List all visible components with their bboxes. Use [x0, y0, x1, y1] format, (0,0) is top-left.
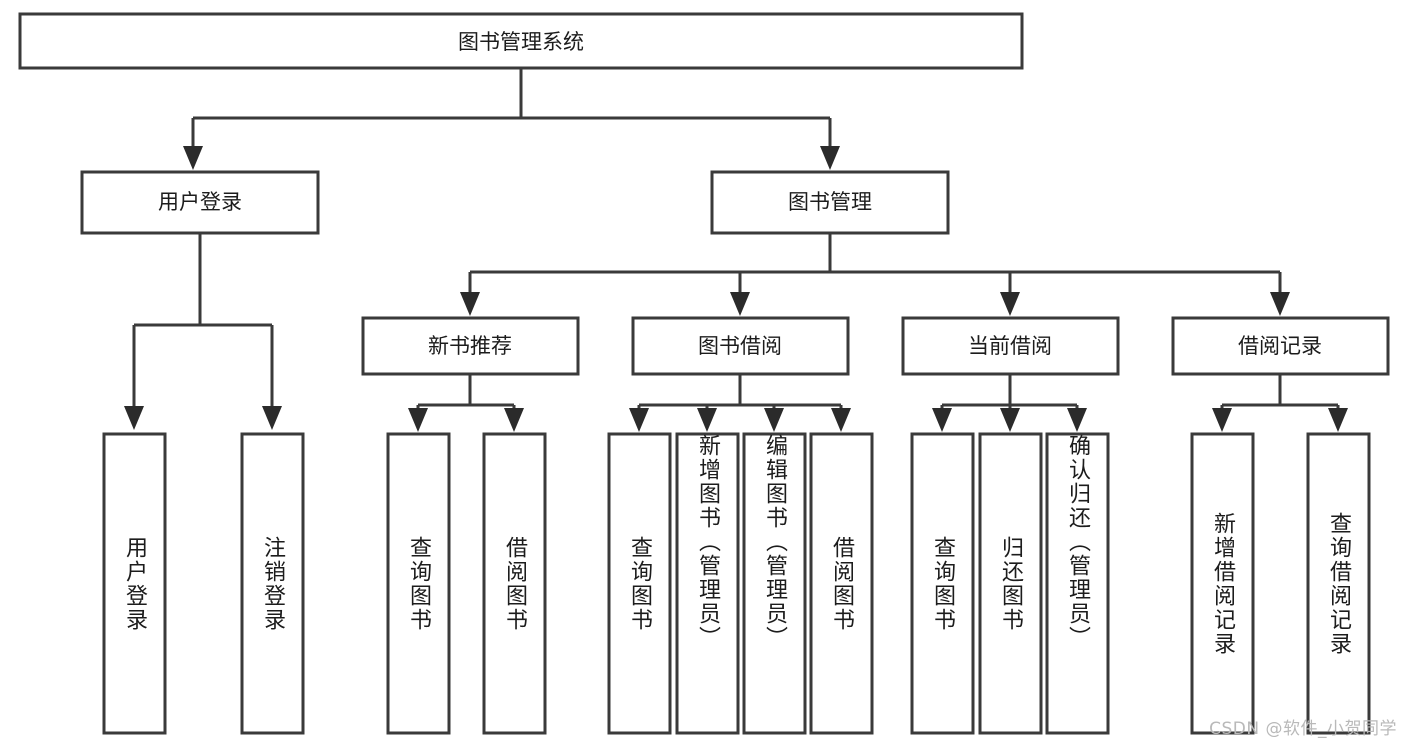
leaf-box-new-book-0[interactable]	[386, 432, 451, 735]
leaf-box-current-borrow-0[interactable]	[910, 432, 975, 735]
arrow-user-login-leaf1	[262, 406, 282, 430]
node-new-book-recommend-label: 新书推荐	[428, 334, 512, 358]
node-current-borrow-label: 当前借阅	[968, 334, 1052, 358]
leaf-box-book-borrow-1[interactable]	[675, 432, 740, 735]
arrow-borrow-record-leaf1	[1328, 408, 1348, 432]
node-current-borrow[interactable]: 当前借阅	[901, 316, 1120, 376]
arrow-user-login-leaf0	[124, 406, 144, 430]
node-book-manage-box	[710, 170, 950, 235]
arrow-book-borrow-leaf3	[831, 408, 851, 432]
node-book-borrow-box	[631, 316, 850, 376]
arrow-new-book-leaf1	[504, 408, 524, 432]
leaf-box-user-login-1[interactable]	[240, 432, 305, 735]
leaf-box-book-borrow-3[interactable]	[809, 432, 874, 735]
node-user-login-label: 用户登录	[158, 190, 242, 214]
node-new-book-recommend[interactable]: 新书推荐	[361, 316, 580, 376]
node-current-borrow-box	[901, 316, 1120, 376]
node-new-book-recommend-box	[361, 316, 580, 376]
arrow-new-book-leaf0	[408, 408, 428, 432]
node-borrow-record-box	[1171, 316, 1390, 376]
arrow-to-current-borrow	[1000, 292, 1020, 316]
arrow-to-book-borrow	[730, 292, 750, 316]
leaf-box-current-borrow-1[interactable]	[978, 432, 1043, 735]
node-book-borrow[interactable]: 图书借阅	[631, 316, 850, 376]
arrow-current-borrow-leaf1	[1000, 408, 1020, 432]
arrow-book-borrow-leaf0	[629, 408, 649, 432]
node-root-label: 图书管理系统	[458, 30, 584, 54]
arrow-current-borrow-leaf0	[932, 408, 952, 432]
node-user-login[interactable]: 用户登录	[80, 170, 320, 235]
arrow-book-borrow-leaf2	[764, 408, 784, 432]
arrow-borrow-record-leaf0	[1212, 408, 1232, 432]
node-book-manage-label: 图书管理	[788, 190, 872, 214]
arrow-current-borrow-leaf2	[1067, 408, 1087, 432]
arrow-to-book-manage	[820, 146, 840, 170]
leaf-box-new-book-1[interactable]	[482, 432, 547, 735]
node-book-manage[interactable]: 图书管理	[710, 170, 950, 235]
node-root-box	[18, 12, 1024, 70]
leaf-box-book-borrow-0[interactable]	[607, 432, 672, 735]
leaf-box-user-login-0[interactable]	[102, 432, 167, 735]
csdn-watermark: CSDN @软件_小贺同学	[1209, 719, 1397, 739]
leaf-box-current-borrow-2[interactable]	[1045, 432, 1110, 735]
arrow-to-borrow-record	[1270, 292, 1290, 316]
arrow-book-borrow-leaf1	[697, 408, 717, 432]
arrow-to-user-login	[183, 146, 203, 170]
leaf-box-borrow-record-0[interactable]	[1190, 432, 1255, 735]
leaf-box-borrow-record-1[interactable]	[1306, 432, 1371, 735]
node-book-borrow-label: 图书借阅	[698, 334, 782, 358]
node-borrow-record[interactable]: 借阅记录	[1171, 316, 1390, 376]
leaf-box-book-borrow-2[interactable]	[742, 432, 807, 735]
node-borrow-record-label: 借阅记录	[1238, 334, 1322, 358]
arrow-to-new-book	[460, 292, 480, 316]
node-root[interactable]: 图书管理系统	[18, 12, 1024, 70]
